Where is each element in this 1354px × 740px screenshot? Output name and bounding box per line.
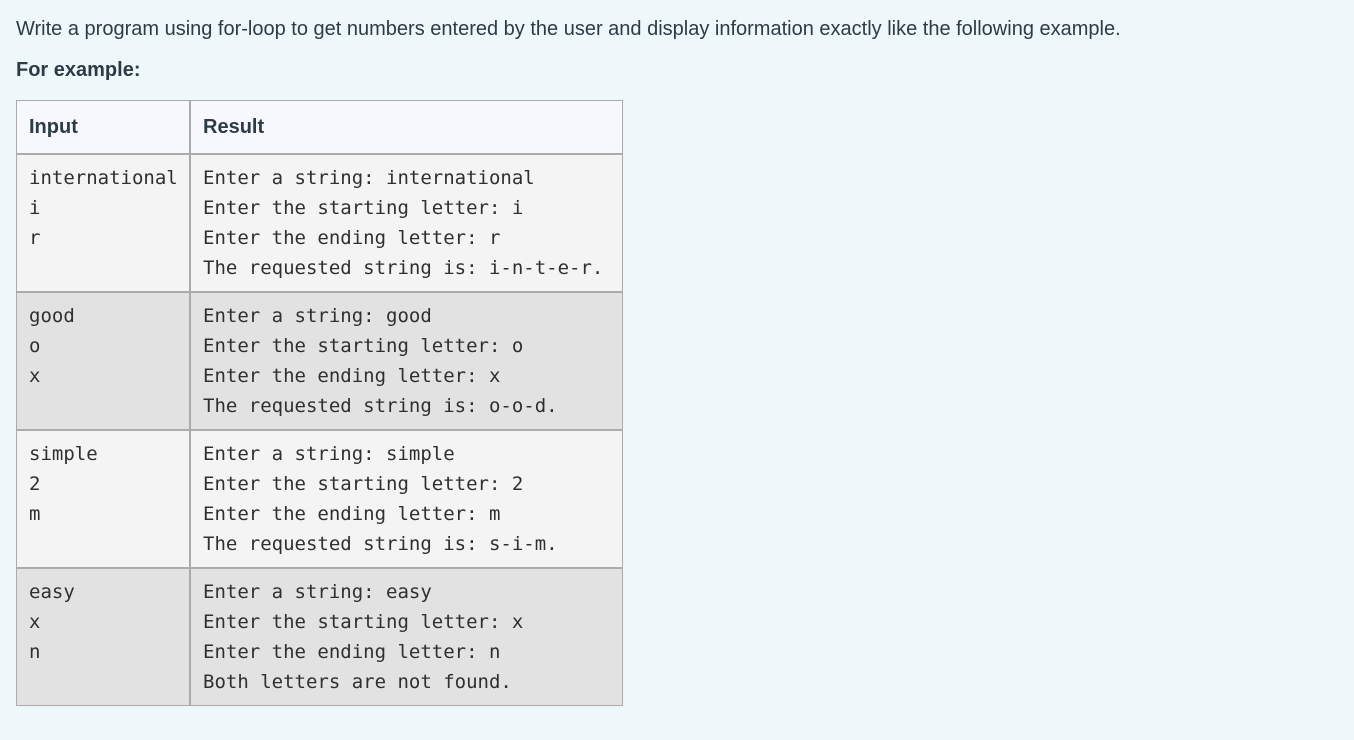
- cell-line: The requested string is: o-o-d.: [203, 395, 558, 417]
- question-text: Write a program using for-loop to get nu…: [16, 18, 1121, 40]
- input-cell: simple 2 m: [16, 430, 190, 568]
- cell-line: Enter the starting letter: 2: [203, 473, 524, 495]
- cell-line: Enter a string: easy: [203, 581, 432, 603]
- cell-line: international: [29, 167, 178, 189]
- cell-line: n: [29, 641, 41, 663]
- cell-line: Enter the starting letter: i: [203, 197, 524, 219]
- header-row: Input Result: [16, 100, 623, 154]
- cell-line: The requested string is: i-n-t-e-r.: [203, 257, 604, 279]
- table-header-result: Result: [190, 100, 623, 154]
- cell-line: Enter the ending letter: n: [203, 641, 501, 663]
- cell-line: Enter a string: international: [203, 167, 535, 189]
- cell-line: x: [29, 365, 41, 387]
- cell-line: o: [29, 335, 41, 357]
- cell-line: simple: [29, 443, 98, 465]
- cell-line: Enter the starting letter: o: [203, 335, 524, 357]
- cell-line: Enter the ending letter: x: [203, 365, 501, 387]
- cell-line: Enter the ending letter: m: [203, 503, 501, 525]
- cell-line: Enter the starting letter: x: [203, 611, 524, 633]
- table-header-input: Input: [16, 100, 190, 154]
- cell-line: r: [29, 227, 41, 249]
- cell-line: x: [29, 611, 41, 633]
- cell-line: good: [29, 305, 75, 327]
- example-label: For example:: [16, 59, 141, 81]
- cell-line: The requested string is: s-i-m.: [203, 533, 558, 555]
- question-content: Write a program using for-loop to get nu…: [16, 16, 1338, 706]
- cell-line: Enter a string: simple: [203, 443, 455, 465]
- cell-line: Enter the ending letter: r: [203, 227, 501, 249]
- cell-line: 2: [29, 473, 41, 495]
- cell-line: i: [29, 197, 41, 219]
- cell-line: easy: [29, 581, 75, 603]
- cell-line: m: [29, 503, 41, 525]
- examples-table-head: Input Result: [16, 100, 623, 154]
- cell-line: Both letters are not found.: [203, 671, 512, 693]
- cell-line: Enter a string: good: [203, 305, 432, 327]
